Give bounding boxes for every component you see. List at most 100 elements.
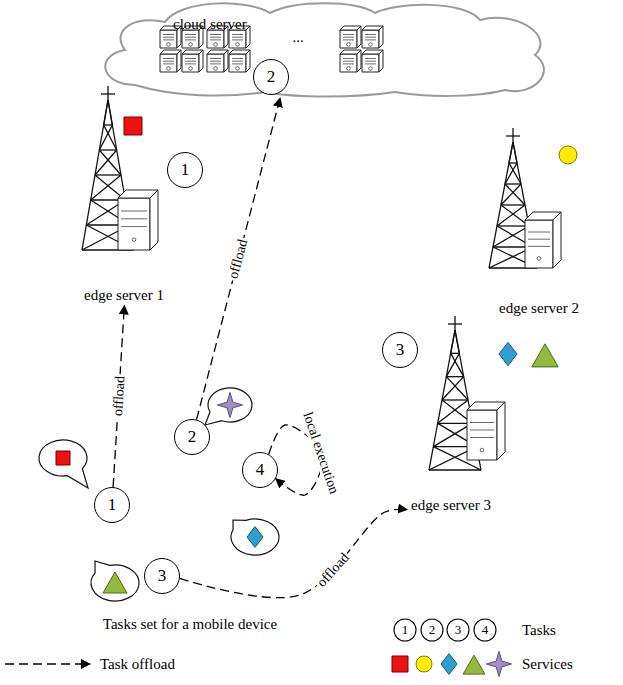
- tower-strut: [505, 163, 517, 184]
- server-led: [132, 238, 136, 242]
- cloud-shape: [105, 3, 544, 96]
- server-slot: [232, 58, 243, 59]
- free-label: Tasks set for a mobile device: [103, 616, 277, 633]
- tower-strut: [497, 225, 529, 226]
- server-slot: [232, 61, 243, 62]
- node-text: 1: [181, 160, 190, 180]
- server-face: [379, 26, 383, 48]
- server-face: [379, 50, 383, 72]
- server-slot: [232, 37, 243, 38]
- task-circle: 3: [382, 332, 418, 368]
- server-slot: [470, 422, 494, 423]
- server-slot: [185, 63, 196, 64]
- service-symbol: [441, 654, 457, 675]
- server-slot: [365, 61, 376, 62]
- edge-server-box: [118, 190, 158, 250]
- tower-strut: [433, 423, 472, 446]
- server-face: [553, 212, 561, 268]
- server-slot: [343, 58, 354, 59]
- legend-offload-sample: [5, 663, 90, 664]
- tower-strut: [446, 376, 463, 377]
- legend-task-circle: [394, 619, 416, 641]
- service-symbol: [392, 656, 408, 672]
- node-text: 2: [267, 67, 276, 87]
- server-face: [118, 198, 150, 250]
- server-face: [362, 54, 379, 72]
- server-slot: [232, 34, 243, 35]
- server-slot: [365, 39, 376, 40]
- cloud-region: cloud server 2: [95, 0, 555, 98]
- node-text: 3: [396, 340, 405, 360]
- tower-strut: [99, 150, 121, 175]
- tower-strut: [101, 93, 115, 94]
- tower-strut: [501, 184, 521, 205]
- edge-label: offload: [110, 374, 128, 419]
- legend-text: Tasks: [522, 622, 556, 639]
- tower-strut: [509, 142, 513, 163]
- server-face: [229, 30, 246, 48]
- node-text: cloud server: [173, 16, 555, 33]
- speech-bubble: [205, 388, 252, 425]
- server-slot: [210, 37, 221, 38]
- offload-connector: [197, 98, 281, 420]
- edge-label: offload: [225, 235, 251, 282]
- tower-strut: [455, 330, 459, 353]
- server-led: [236, 43, 240, 47]
- server-slot: [185, 37, 196, 38]
- tower-strut: [448, 323, 462, 324]
- service-symbol: [559, 146, 577, 164]
- server-slot: [365, 63, 376, 64]
- node-text: 3: [158, 566, 167, 586]
- tower-strut: [454, 316, 455, 330]
- task-circle: 4: [242, 452, 278, 488]
- server-led: [369, 43, 373, 47]
- server-face: [150, 190, 158, 250]
- node-text: 1: [108, 495, 117, 515]
- tower-strut: [446, 353, 459, 376]
- free-label: 3: [455, 622, 462, 638]
- server-slot: [163, 37, 174, 38]
- edge-server-box: [467, 402, 505, 460]
- server-slot: [343, 63, 354, 64]
- tower-strut: [104, 124, 113, 125]
- server-face: [224, 50, 228, 72]
- server-slot: [185, 61, 196, 62]
- node-text: 4: [256, 460, 265, 480]
- server-led: [537, 257, 541, 261]
- server-slot: [232, 39, 243, 40]
- tower-strut: [509, 162, 517, 163]
- server-slot: [185, 58, 196, 59]
- server-led: [236, 67, 240, 71]
- server-face: [467, 410, 497, 460]
- service-symbol: [416, 656, 432, 672]
- server-face: [340, 54, 357, 72]
- server-slot: [210, 58, 221, 59]
- server-slot: [210, 63, 221, 64]
- server-led: [214, 67, 218, 71]
- server-face: [357, 50, 361, 72]
- server-led: [480, 448, 484, 452]
- tower-strut: [438, 400, 468, 423]
- service-symbol: [124, 117, 142, 135]
- tower-strut: [506, 135, 520, 136]
- server-slot: [163, 58, 174, 59]
- tower-strut: [442, 399, 468, 400]
- node-text: edge server 1: [84, 287, 166, 304]
- server-led: [189, 43, 193, 47]
- tower-strut: [91, 175, 121, 200]
- server-slot: [232, 63, 243, 64]
- legend-task-circle: [421, 619, 443, 641]
- service-symbol: [532, 344, 558, 367]
- speech-bubble: [39, 440, 88, 488]
- edge-label: offload: [312, 549, 353, 592]
- server-face: [525, 220, 553, 268]
- service-symbol: [247, 527, 263, 548]
- server-slot: [528, 239, 550, 240]
- service-symbol: [486, 651, 511, 676]
- node-text: edge server 3: [411, 497, 493, 514]
- server-slot: [121, 218, 147, 219]
- server-face: [160, 30, 177, 48]
- task-circle: 2: [253, 59, 289, 95]
